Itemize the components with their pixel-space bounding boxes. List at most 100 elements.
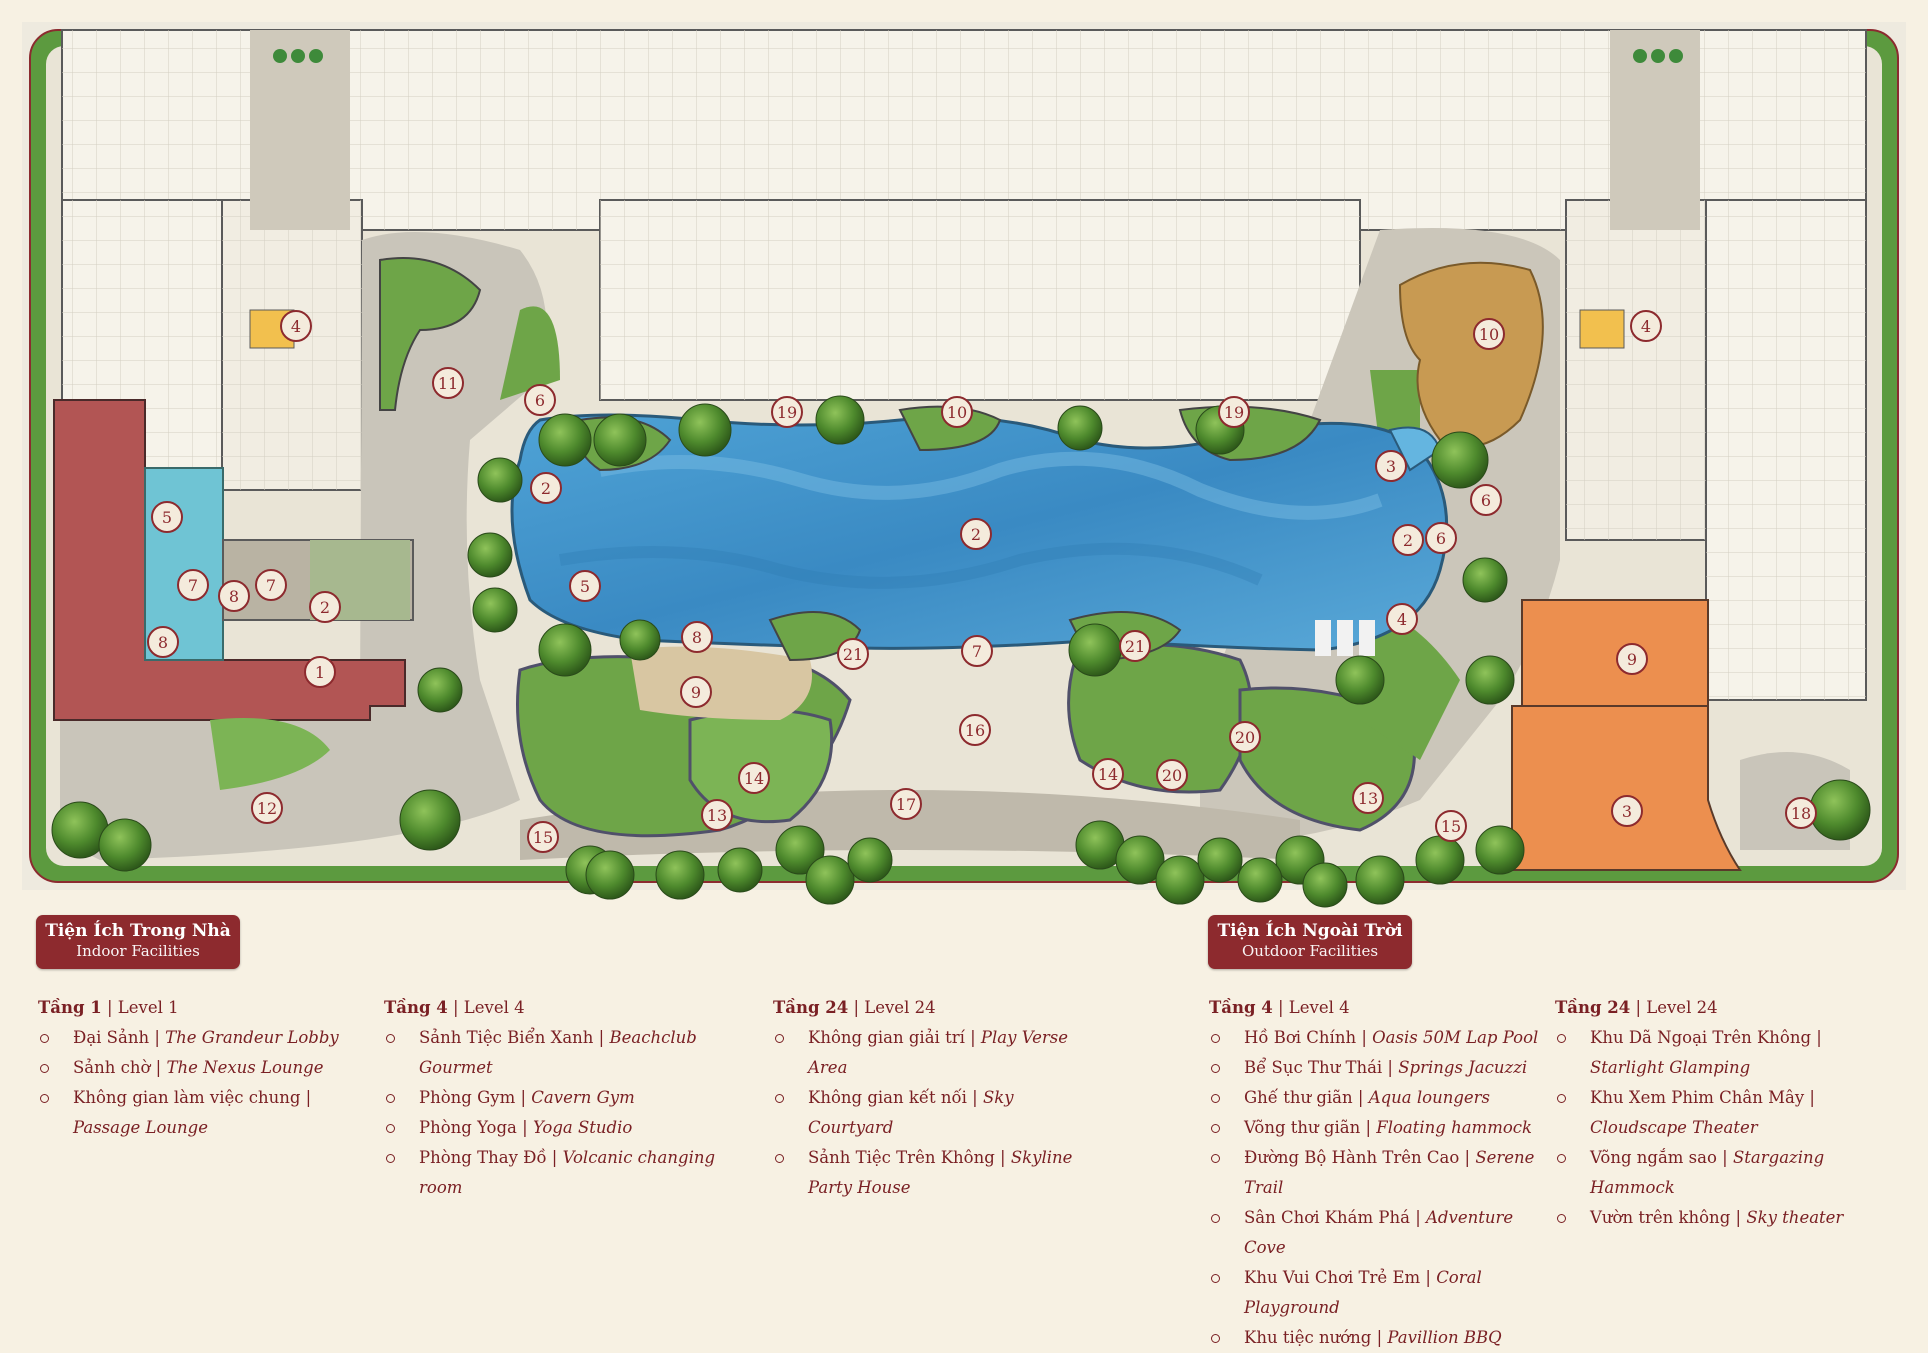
facility-vn: Sảnh Tiệc Biển Xanh |	[419, 1028, 610, 1047]
marker-2: 2	[1392, 524, 1424, 556]
marker-label: 13	[1358, 789, 1378, 808]
facility-vn: Đường Bộ Hành Trên Cao |	[1244, 1148, 1476, 1167]
marker-21: 21	[837, 638, 869, 670]
facility-vn: Đại Sảnh |	[73, 1028, 166, 1047]
marker-label: 20	[1235, 728, 1255, 747]
outdoor-header-en: Outdoor Facilities	[1241, 942, 1379, 960]
marker-label: 7	[188, 576, 198, 595]
facility-item: Sảnh Tiệc Biển Xanh | Beachclub Gourmet	[384, 1023, 734, 1083]
marker-label: 3	[1386, 457, 1396, 476]
marker-label: 4	[291, 317, 301, 336]
facility-item: Bể Sục Thư Thái | Springs Jacuzzi	[1209, 1053, 1549, 1083]
marker-3: 3	[1375, 450, 1407, 482]
marker-label: 14	[744, 769, 764, 788]
marker-label: 3	[1622, 802, 1632, 821]
facility-en: Play Verse Area	[808, 1028, 1068, 1077]
outdoor-header-vn: Tiện Ích Ngoài Trời	[1217, 921, 1403, 941]
marker-label: 20	[1162, 766, 1182, 785]
marker-label: 15	[1441, 817, 1461, 836]
marker-label: 7	[266, 576, 276, 595]
facility-vn: Phòng Thay Đồ |	[419, 1148, 563, 1167]
facility-item: Không gian kết nối | Sky Courtyard	[773, 1083, 1103, 1143]
marker-6: 6	[1470, 484, 1502, 516]
facility-item: Đại Sảnh | The Grandeur Lobby	[38, 1023, 358, 1053]
facility-vn: Khu Xem Phim Chân Mây |	[1590, 1088, 1815, 1107]
marker-4: 4	[1630, 310, 1662, 342]
marker-9: 9	[1616, 643, 1648, 675]
marker-11: 11	[432, 367, 464, 399]
marker-label: 2	[1403, 531, 1413, 550]
facility-vn: Sân Chơi Khám Phá |	[1244, 1208, 1427, 1227]
marker-label: 10	[1479, 325, 1499, 344]
level-en: | Level 24	[848, 998, 936, 1017]
facility-item: Khu tiệc nướng | Pavillion BBQ	[1209, 1323, 1549, 1353]
facility-item: Sảnh Tiệc Trên Không | Skyline Party Hou…	[773, 1143, 1103, 1203]
level-heading: Tầng 4 | Level 4	[1209, 993, 1549, 1023]
marker-8: 8	[147, 626, 179, 658]
level-heading: Tầng 24 | Level 24	[1555, 993, 1895, 1023]
facility-vn: Khu tiệc nướng |	[1244, 1328, 1388, 1347]
trees	[51, 395, 1871, 908]
facility-item: Không gian giải trí | Play Verse Area	[773, 1023, 1103, 1083]
facility-item: Phòng Gym | Cavern Gym	[384, 1083, 734, 1113]
facility-item: Sân Chơi Khám Phá | Adventure Cove	[1209, 1203, 1549, 1263]
marker-label: 5	[580, 577, 590, 596]
marker-label: 5	[162, 508, 172, 527]
facility-item: Khu Dã Ngoại Trên Không | Starlight Glam…	[1555, 1023, 1895, 1083]
marker-14: 14	[738, 762, 770, 794]
marker-5: 5	[569, 570, 601, 602]
marker-label: 6	[1436, 529, 1446, 548]
facility-vn: Võng thư giãn |	[1244, 1118, 1377, 1137]
marker-10: 10	[941, 396, 973, 428]
facility-vn: Khu Vui Chơi Trẻ Em |	[1244, 1268, 1437, 1287]
marker-6: 6	[524, 384, 556, 416]
marker-label: 15	[533, 828, 553, 847]
level-vn: Tầng 24	[773, 998, 849, 1017]
facility-item: Vườn trên không | Sky theater	[1555, 1203, 1895, 1233]
marker-12: 12	[251, 792, 283, 824]
level24-zones	[1511, 599, 1742, 871]
marker-19: 19	[771, 396, 803, 428]
marker-label: 13	[707, 806, 727, 825]
marker-20: 20	[1229, 721, 1261, 753]
facility-vn: Hồ Bơi Chính |	[1244, 1028, 1373, 1047]
facility-item: Khu Vui Chơi Trẻ Em | Coral Playground	[1209, 1263, 1549, 1323]
indoor-header-vn: Tiện Ích Trong Nhà	[45, 921, 231, 941]
facility-en: Passage Lounge	[73, 1118, 209, 1137]
outdoor-facilities-header: Tiện Ích Ngoài Trời Outdoor Facilities	[1208, 915, 1412, 969]
facility-item: Phòng Yoga | Yoga Studio	[384, 1113, 734, 1143]
marker-2: 2	[960, 518, 992, 550]
marker-label: 6	[535, 391, 545, 410]
marker-19: 19	[1218, 396, 1250, 428]
marker-label: 17	[896, 795, 916, 814]
indoor-col-2: Tầng 24 | Level 24 Không gian giải trí | …	[773, 993, 1103, 1203]
facility-vn: Không gian làm việc chung |	[73, 1088, 312, 1107]
level-vn: Tầng 4	[1209, 998, 1273, 1017]
level-heading: Tầng 1 | Level 1	[38, 993, 358, 1023]
marker-6: 6	[1425, 522, 1457, 554]
facility-en: Stargazing Hammock	[1590, 1148, 1825, 1197]
facility-item: Khu Xem Phim Chân Mây | Cloudscape Theat…	[1555, 1083, 1895, 1143]
marker-15: 15	[1435, 810, 1467, 842]
facility-item: Phòng Thay Đồ | Volcanic changing room	[384, 1143, 734, 1203]
playground	[630, 261, 1544, 720]
marker-13: 13	[1352, 782, 1384, 814]
facility-en: Pavillion BBQ	[1387, 1328, 1502, 1347]
facility-en: The Nexus Lounge	[166, 1058, 324, 1077]
marker-label: 2	[320, 598, 330, 617]
level-vn: Tầng 24	[1555, 998, 1631, 1017]
marker-14: 14	[1092, 758, 1124, 790]
facility-item: Sảnh chờ | The Nexus Lounge	[38, 1053, 358, 1083]
marker-18: 18	[1785, 797, 1817, 829]
facility-en: Serene Trail	[1244, 1148, 1535, 1197]
facility-vn: Sảnh chờ |	[73, 1058, 167, 1077]
marker-label: 18	[1791, 804, 1811, 823]
level-en: | Level 4	[1272, 998, 1350, 1017]
marker-9: 9	[680, 676, 712, 708]
marker-label: 6	[1481, 491, 1491, 510]
indoor-header-en: Indoor Facilities	[76, 942, 200, 960]
level-vn: Tầng 1	[38, 998, 102, 1017]
